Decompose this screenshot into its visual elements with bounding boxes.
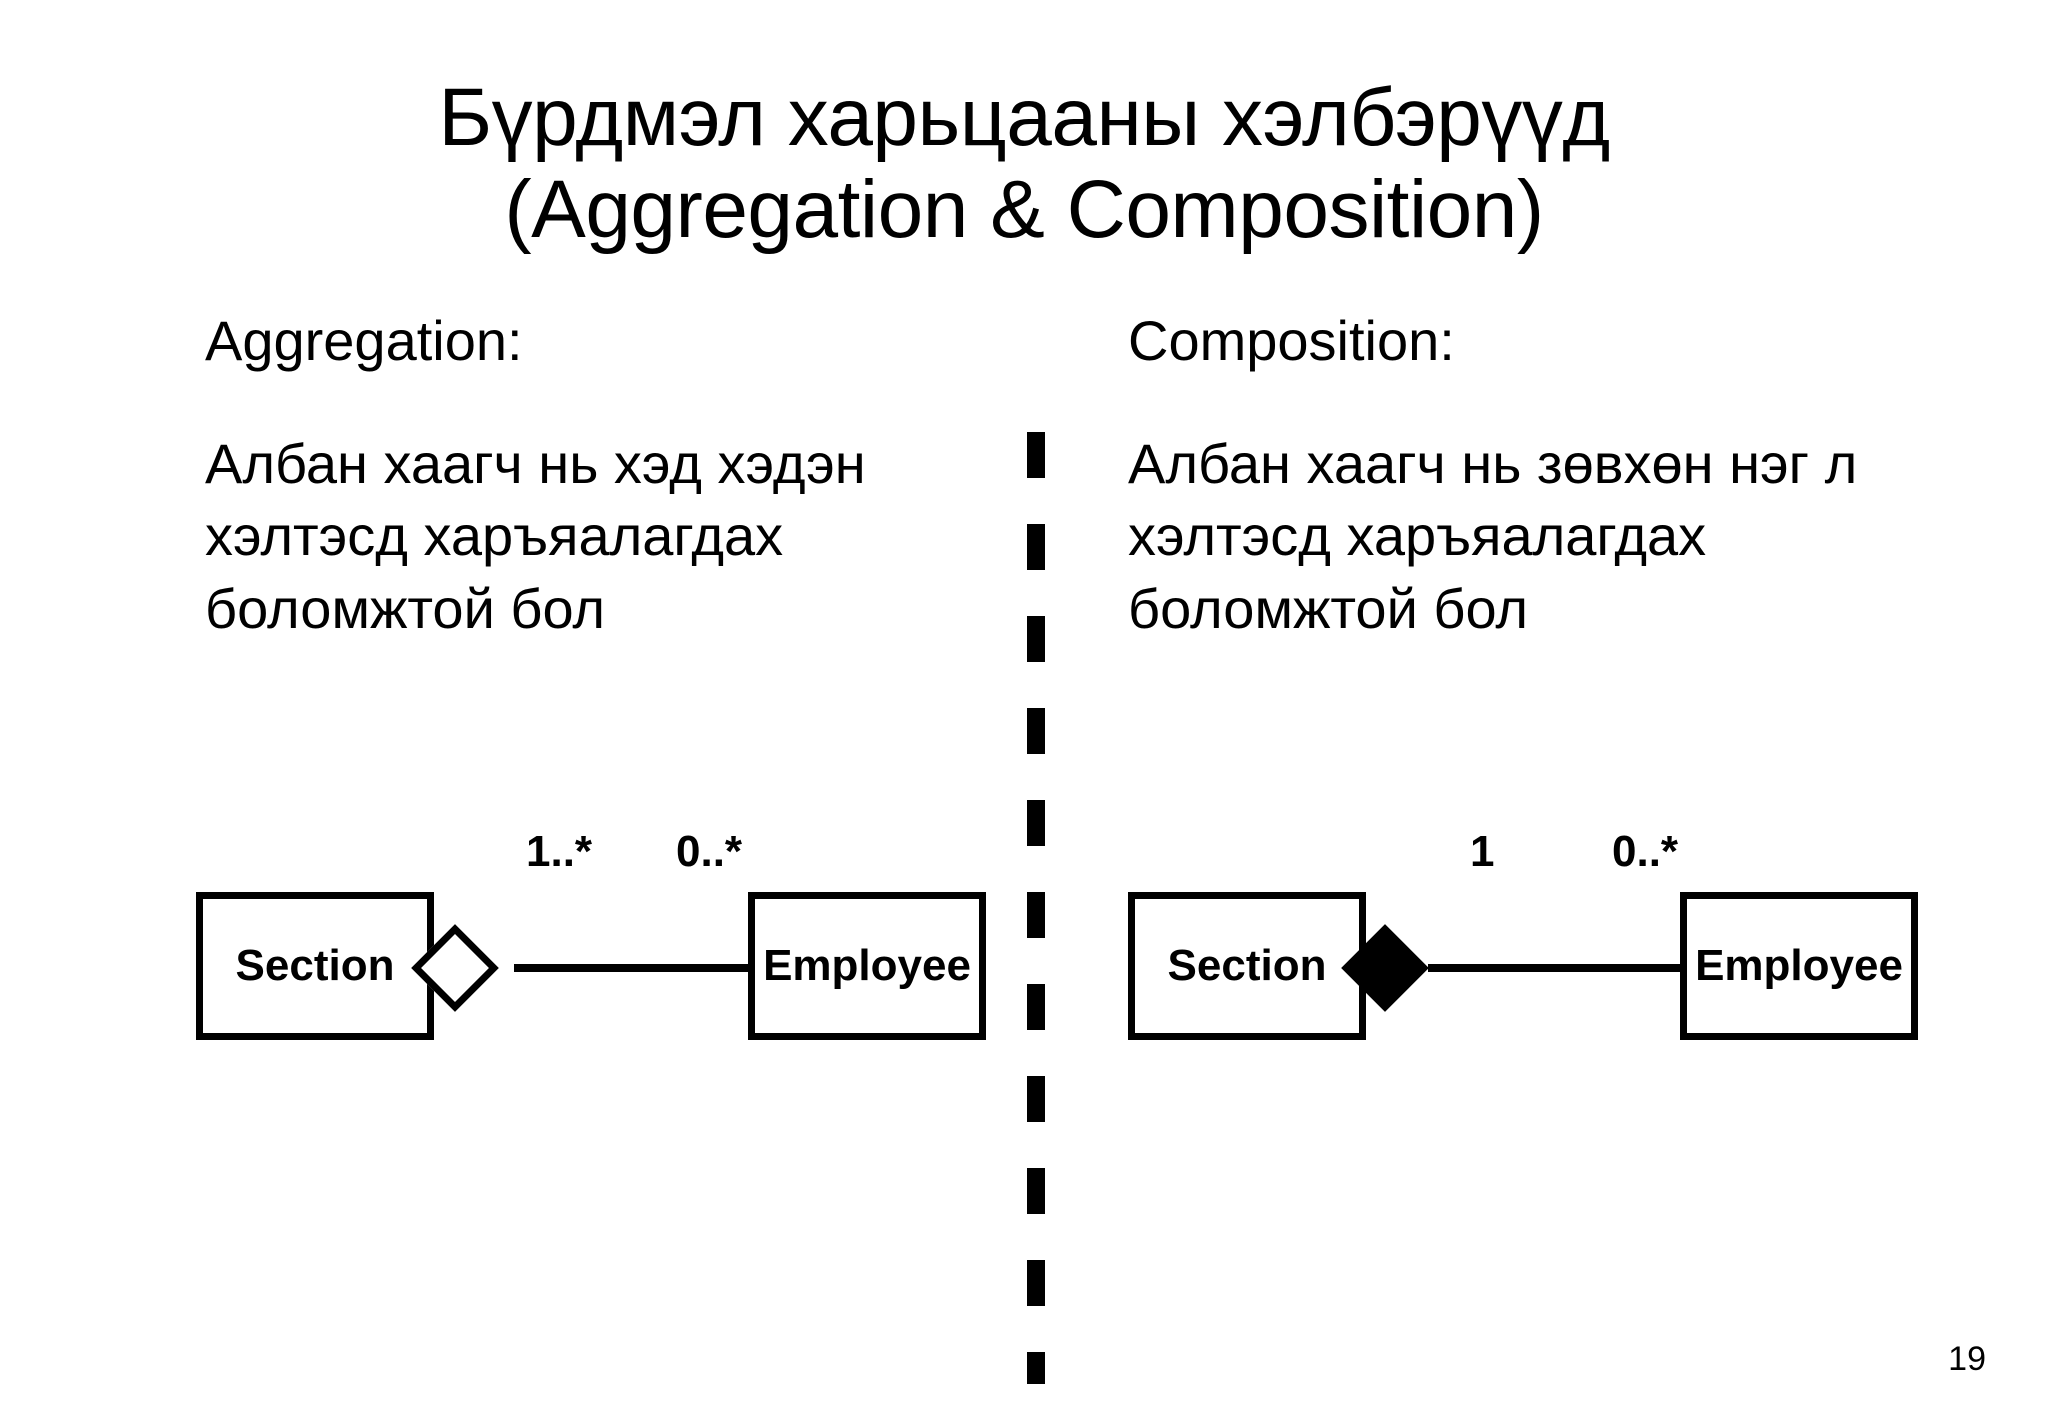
composition-source-class-label: Section <box>1167 941 1327 990</box>
composition-description-line-3: боломжтой бол <box>1128 577 1529 641</box>
aggregation-description-line-2: хэлтэсд харъяалагдах <box>205 504 784 568</box>
composition-description: Албан хаагч нь зөвхөн нэг л хэлтэсд харъ… <box>1128 428 1918 646</box>
aggregation-description: Албан хаагч нь хэд хэдэн хэлтэсд харъяал… <box>205 428 965 646</box>
composition-source-class-box: Section <box>1128 892 1366 1040</box>
composition-heading: Composition: <box>1128 309 1455 372</box>
composition-uml-diagram: Section 1 0..* Employee <box>1128 830 1918 1050</box>
page-title: Бүрдмэл харьцааны хэлбэрүүд (Aggregation… <box>0 72 2048 256</box>
page-title-line-2: (Aggregation & Composition) <box>504 163 1544 255</box>
aggregation-source-class-label: Section <box>235 941 395 990</box>
aggregation-target-class-label: Employee <box>763 941 971 990</box>
aggregation-target-class-box: Employee <box>748 892 986 1040</box>
aggregation-multiplicity-far: 0..* <box>676 827 743 876</box>
aggregation-heading: Aggregation: <box>205 309 523 372</box>
page-title-line-1: Бүрдмэл харьцааны хэлбэрүүд <box>438 72 1610 163</box>
aggregation-source-class-box: Section <box>196 892 434 1040</box>
composition-description-line-2: хэлтэсд харъяалагдах <box>1128 504 1707 568</box>
aggregation-description-line-3: боломжтой бол <box>205 577 606 641</box>
aggregation-association-line <box>514 964 751 972</box>
composition-multiplicity-far: 0..* <box>1612 827 1679 876</box>
composition-description-line-1: Албан хаагч нь зөвхөн нэг л <box>1128 431 1858 495</box>
composition-multiplicity-near: 1 <box>1470 827 1495 876</box>
aggregation-multiplicity-near: 1..* <box>526 827 593 876</box>
composition-target-class-box: Employee <box>1680 892 1918 1040</box>
composition-target-class-label: Employee <box>1695 941 1903 990</box>
composition-association-line <box>1428 964 1681 972</box>
page-number: 19 <box>1948 1340 1986 1378</box>
aggregation-column: Aggregation: Албан хаагч нь хэд хэдэн хэ… <box>205 310 965 646</box>
aggregation-uml-diagram: Section 1..* 0..* Employee <box>196 830 986 1050</box>
composition-column: Composition: Албан хаагч нь зөвхөн нэг л… <box>1128 310 1918 646</box>
vertical-dashed-divider <box>1027 432 1045 1384</box>
aggregation-description-line-1: Албан хаагч нь хэд хэдэн <box>205 431 866 495</box>
